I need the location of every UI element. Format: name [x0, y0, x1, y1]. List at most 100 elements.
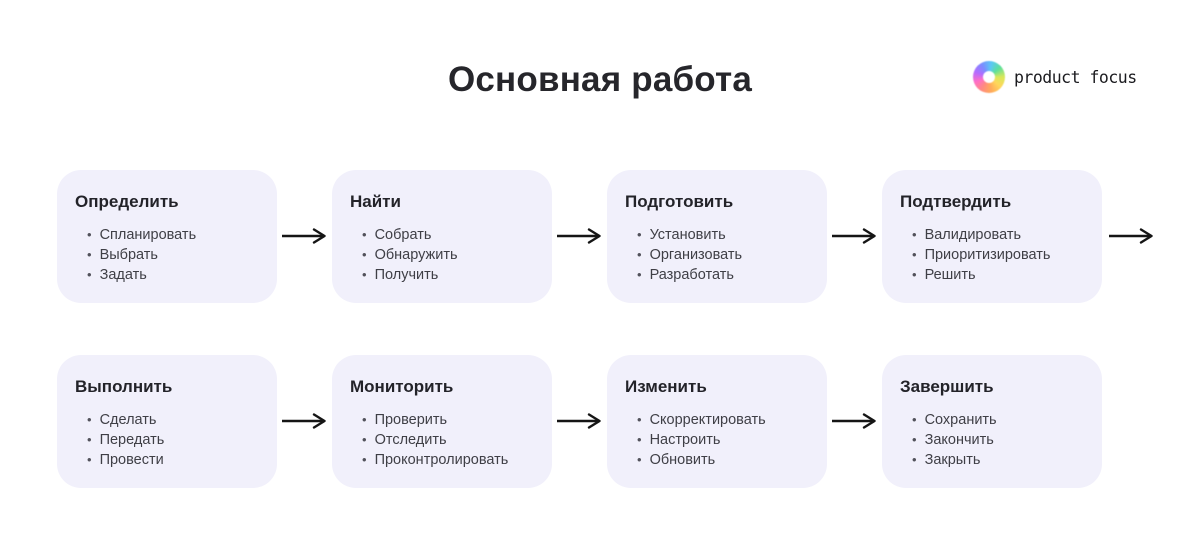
list-item-label: Сделать — [99, 412, 157, 428]
list-item-label: Закрыть — [924, 452, 981, 468]
card-title: Подготовить — [625, 192, 734, 211]
bullet-dot: • — [87, 227, 92, 242]
list-item: • Получить — [362, 265, 534, 285]
flow-arrow-icon — [831, 228, 879, 244]
bullet-dot: • — [87, 432, 92, 447]
card-monitor: Мониторить • Проверить •Отследить • Прокон… — [332, 355, 552, 488]
list-item-label: Закончить — [924, 432, 994, 448]
bullet-dot: • — [637, 227, 642, 242]
bullet-dot: • — [637, 247, 642, 262]
list-item: • Закрыть — [912, 450, 1084, 470]
card-find: Найти • Собрать • Обнаружить • Получить — [332, 170, 552, 303]
bullet-dot: • — [87, 412, 92, 427]
list-item-label: Валидировать — [924, 227, 1022, 243]
list-item: • Собрать — [362, 225, 534, 245]
card-list: • Валидировать • Приоритизировать • Решить — [900, 225, 1084, 285]
card-finish: Завершить • Сохранить •Закончить • Закрыть — [882, 355, 1102, 488]
list-item: • Скорректировать — [637, 410, 809, 430]
bullet-dot: • — [87, 247, 92, 262]
bullet-dot: • — [912, 227, 917, 242]
list-item: •Выбрать — [87, 245, 259, 265]
list-item-label: Обновить — [649, 452, 716, 468]
card-confirm: Подтвердить • Валидировать • Приоритизиров… — [882, 170, 1102, 303]
list-item: • Проверить — [362, 410, 534, 430]
list-item-label: Организовать — [649, 247, 743, 263]
list-item: •Задать — [87, 265, 259, 285]
card-title: Изменить — [625, 377, 707, 396]
list-item: •Провести — [87, 450, 259, 470]
list-item: • Установить — [637, 225, 809, 245]
list-item: • Разработать — [637, 265, 809, 285]
list-item: •Закончить — [912, 430, 1084, 450]
list-item-label: Приоритизировать — [924, 247, 1051, 263]
card-title: Найти — [350, 192, 401, 211]
list-item: • Сохранить — [912, 410, 1084, 430]
list-item: •Отследить — [362, 430, 534, 450]
list-item: • Решить — [912, 265, 1084, 285]
list-item: • Валидировать — [912, 225, 1084, 245]
list-item-label: Настроить — [649, 432, 721, 448]
list-item: • Обнаружить — [362, 245, 534, 265]
list-item-label: Установить — [649, 227, 726, 243]
card-list: • Проверить •Отследить • Проконтролировать — [350, 410, 534, 470]
list-item-label: Передать — [99, 432, 165, 448]
flow-arrow-icon — [281, 413, 329, 429]
flow-arrow-icon — [831, 413, 879, 429]
list-item: • Спланировать — [87, 225, 259, 245]
list-item-label: Проверить — [374, 412, 448, 428]
card-list: • Спланировать •Выбрать •Задать — [75, 225, 259, 285]
list-item-label: Обнаружить — [374, 247, 458, 263]
flow-arrow-icon — [556, 228, 604, 244]
list-item: • Проконтролировать — [362, 450, 534, 470]
bullet-dot: • — [912, 412, 917, 427]
card-prepare: Подготовить • Установить • Организовать • Р… — [607, 170, 827, 303]
list-item-label: Скорректировать — [649, 412, 766, 428]
bullet-dot: • — [912, 452, 917, 467]
page-title: Основная работа — [447, 60, 753, 99]
card-list: • Собрать • Обнаружить • Получить — [350, 225, 534, 285]
list-item-label: Спланировать — [99, 227, 197, 243]
card-list: • Сохранить •Закончить • Закрыть — [900, 410, 1084, 470]
card-list: • Сделать • Передать •Провести — [75, 410, 259, 470]
bullet-dot: • — [912, 247, 917, 262]
bullet-dot: • — [637, 432, 642, 447]
card-define: Определить • Спланировать •Выбрать •Задат… — [57, 170, 277, 303]
bullet-dot: • — [362, 247, 367, 262]
card-list: • Скорректировать • Настроить • Обновить — [625, 410, 809, 470]
list-item-label: Сохранить — [924, 412, 997, 428]
card-title: Мониторить — [350, 377, 454, 396]
bullet-dot: • — [362, 227, 367, 242]
card-change: Изменить • Скорректировать • Настроить • Об… — [607, 355, 827, 488]
card-title: Подтвердить — [900, 192, 1012, 211]
list-item: • Сделать — [87, 410, 259, 430]
bullet-dot: • — [87, 452, 92, 467]
bullet-dot: • — [362, 267, 367, 282]
rainbow-wheel-icon — [973, 61, 1005, 93]
list-item: • Организовать — [637, 245, 809, 265]
card-title: Завершить — [900, 377, 994, 396]
bullet-dot: • — [912, 267, 917, 282]
product-focus-logo: product focus — [973, 61, 1137, 93]
bullet-dot: • — [637, 412, 642, 427]
list-item: • Настроить — [637, 430, 809, 450]
list-item: • Передать — [87, 430, 259, 450]
bullet-dot: • — [87, 267, 92, 282]
list-item: • Приоритизировать — [912, 245, 1084, 265]
list-item-label: Проконтролировать — [374, 452, 509, 468]
list-item-label: Собрать — [374, 227, 432, 243]
list-item-label: Отследить — [374, 432, 447, 448]
flow-arrow-wrap-icon — [1108, 228, 1156, 244]
flow-arrow-icon — [281, 228, 329, 244]
flow-arrow-icon — [556, 413, 604, 429]
card-execute: Выполнить •Сделать •Передать •Провести — [57, 355, 277, 488]
list-item-label: Решить — [924, 267, 976, 283]
bullet-dot: • — [362, 452, 367, 467]
bullet-dot: • — [637, 452, 642, 467]
bullet-dot: • — [362, 412, 367, 427]
list-item-label: Получить — [374, 267, 439, 283]
list-item-label: Разработать — [649, 267, 734, 283]
logo-text: product focus — [1014, 67, 1137, 87]
bullet-dot: • — [637, 267, 642, 282]
card-title: Определить — [75, 192, 179, 211]
